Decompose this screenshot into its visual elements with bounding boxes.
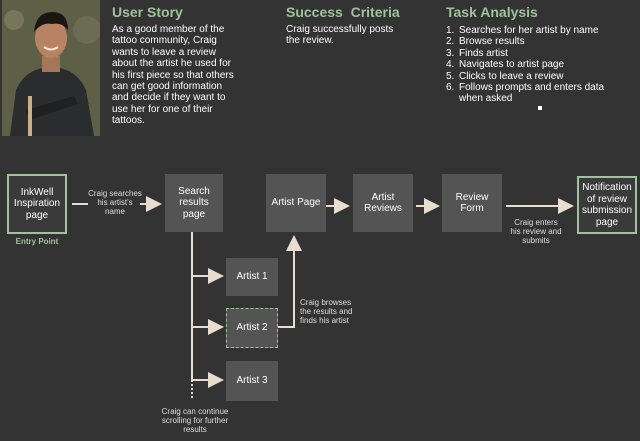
task-step-text: Navigates to artist page (459, 59, 565, 71)
inkwell-inspiration-box: InkWell Inspiration page (7, 174, 67, 234)
task-step-number: 4. (446, 59, 455, 71)
success-criteria-text: Craig successfully posts the review. (286, 24, 394, 47)
task-step: 5. Clicks to leave a review (446, 71, 616, 82)
note-search-name: Craig searches his artist's name (88, 189, 142, 216)
notification-box: Notification of review submission page (577, 176, 637, 234)
task-step-text: Follows prompts and enters data when ask… (459, 82, 605, 105)
task-analysis-list: 1. Searches for her artist by name 2. Brow… (446, 25, 616, 105)
entry-point-label: Entry Point (15, 237, 59, 246)
task-step: 3. Finds artist (446, 48, 616, 59)
task-step: 6. Follows prompts and enters data when a… (446, 82, 616, 105)
task-step-number: 3. (446, 47, 455, 59)
artist-page-box: Artist Page (266, 174, 326, 232)
review-form-box: Review Form (442, 174, 502, 232)
user-story-text: As a good member of the tattoo community… (112, 24, 234, 127)
artist-3-box: Artist 3 (226, 361, 278, 401)
search-results-box: Search results page (165, 174, 223, 232)
task-step-number: 2. (446, 36, 455, 48)
task-analysis-heading: Task Analysis (446, 4, 538, 20)
task-step: 1. Searches for her artist by name (446, 25, 616, 36)
user-story-heading: User Story (112, 4, 183, 20)
success-criteria-heading: Success Criteria (286, 4, 400, 20)
task-step-text: Browse results (459, 36, 525, 48)
artist-2-box: Artist 2 (226, 308, 278, 348)
task-step-text: Clicks to leave a review (459, 70, 564, 82)
task-step-number: 5. (446, 70, 455, 82)
note-enters: Craig enters his review and submits (510, 218, 562, 245)
arrow-to-artist-page (278, 235, 302, 328)
note-scroll: Craig can continue scrolling for further… (161, 407, 229, 434)
artist-reviews-box: Artist Reviews (353, 174, 413, 232)
task-step-number: 1. (446, 25, 455, 36)
task-step: 4. Navigates to artist page (446, 59, 616, 70)
note-browses: Craig browses the results and finds his … (300, 298, 353, 325)
user-photo (2, 0, 100, 136)
task-step-text: Searches for her artist by name (459, 25, 599, 36)
person-photo-icon (2, 0, 100, 136)
task-step-text: Finds artist (459, 47, 508, 59)
dot-marker (538, 106, 542, 110)
task-step: 2. Browse results (446, 36, 616, 47)
artist-1-box: Artist 1 (226, 258, 278, 296)
task-step-number: 6. (446, 82, 455, 94)
